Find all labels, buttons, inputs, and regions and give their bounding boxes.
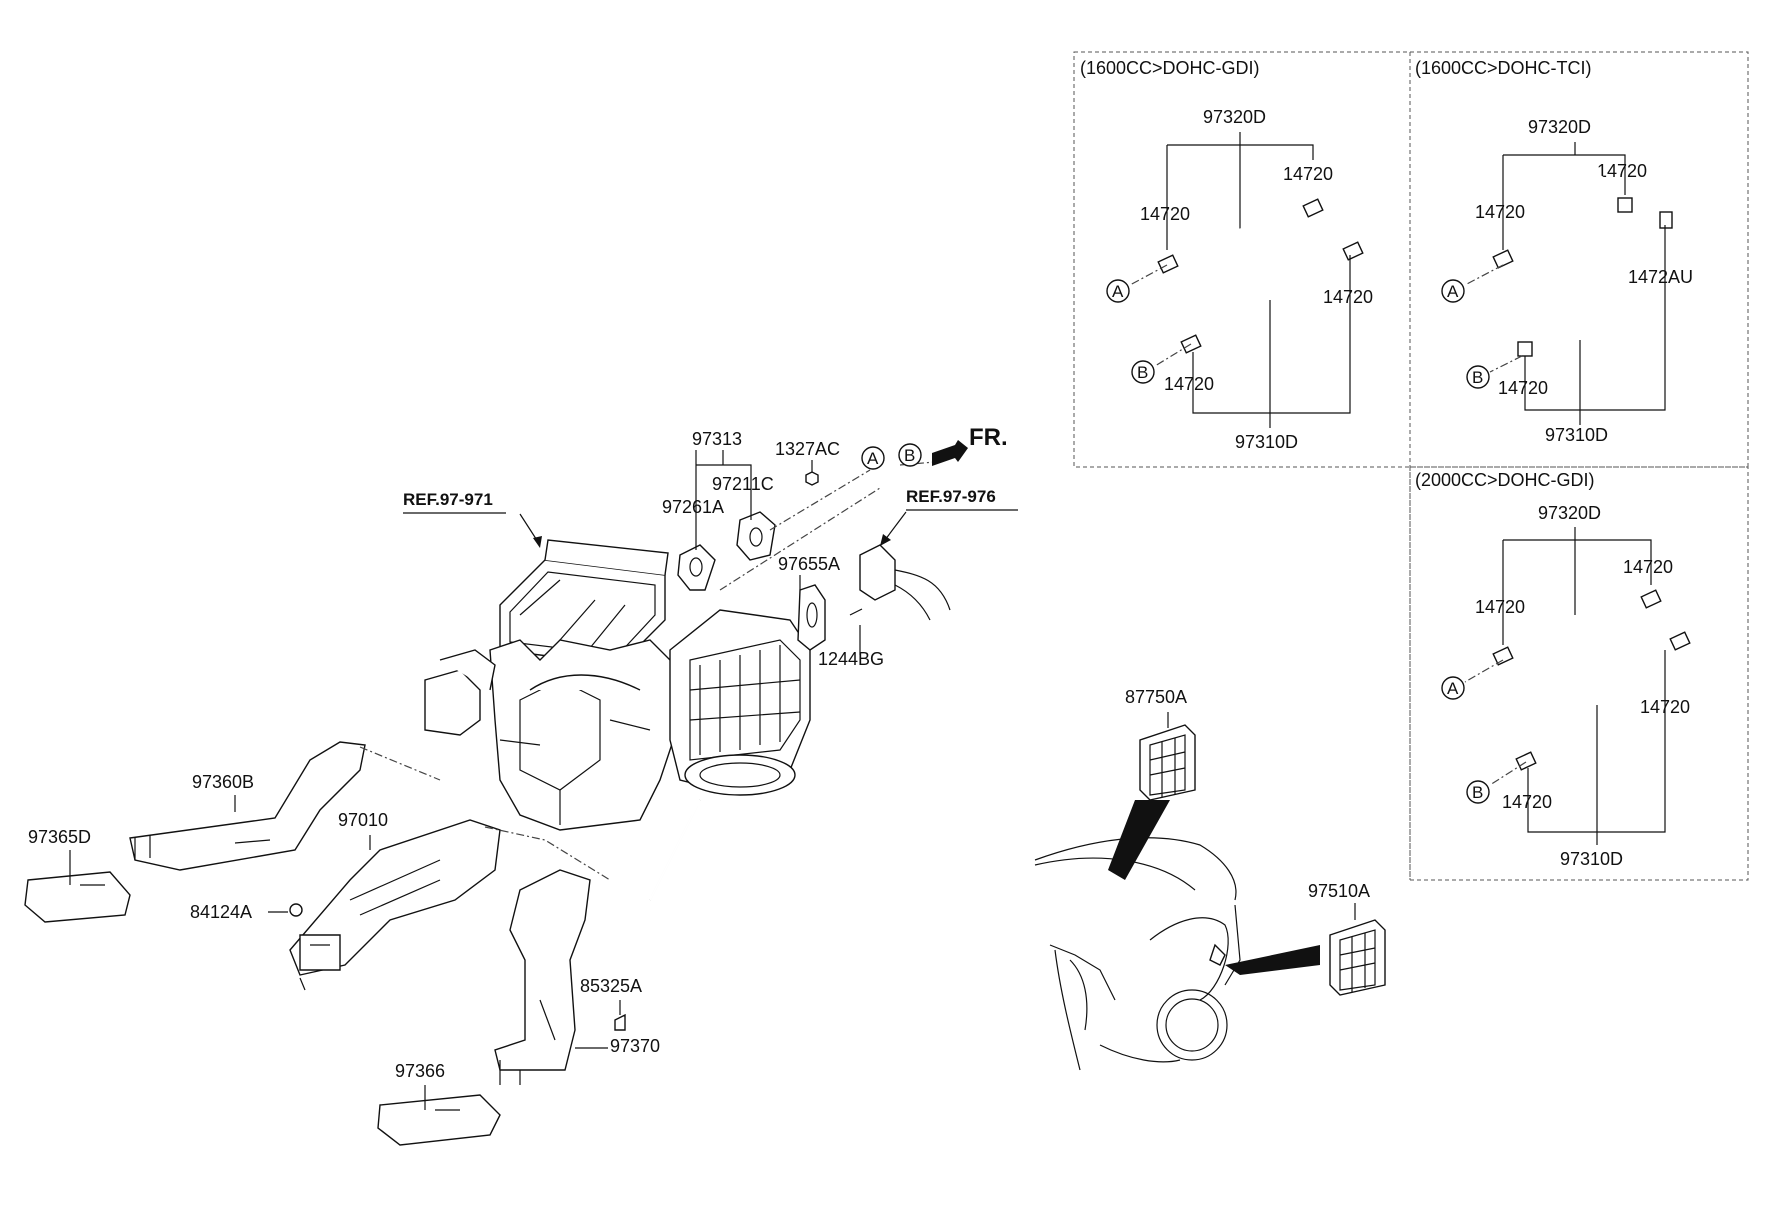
part-label-97360b: 97360B <box>192 772 254 792</box>
ref-97-976-label: REF.97-976 <box>906 487 996 506</box>
location-pointer <box>1225 945 1320 975</box>
clamp-label: 14720 <box>1475 202 1525 222</box>
part-label-1244bg: 1244BG <box>818 649 884 669</box>
gasket-97211c <box>736 511 776 561</box>
reference-labels: REF.97-971 REF.97-976 <box>403 487 1018 548</box>
rear-duct-97360b <box>129 741 366 871</box>
part-label-1327ac: 1327AC <box>775 439 840 459</box>
clamp <box>1342 241 1364 261</box>
forward-arrow-icon <box>932 440 968 466</box>
clamp-label: 14720 <box>1498 378 1548 398</box>
part-label-97370: 97370 <box>610 1036 660 1056</box>
connector-a-icon <box>1441 279 1465 303</box>
panel-border-bottom <box>1409 466 1749 881</box>
part-label-97655a: 97655A <box>778 554 840 574</box>
panel-2000-gdi: (2000CC>DOHC-GDI) 97320D 14720 14720 A B… <box>1415 470 1691 869</box>
side-vent <box>424 669 481 736</box>
clamp <box>1669 631 1691 651</box>
wheel-icon <box>1156 989 1228 1061</box>
lower-hose-label: 97310D <box>1235 432 1298 452</box>
clamp <box>1640 589 1662 609</box>
clamp-label: 14720 <box>1597 161 1647 181</box>
clamp-label: 14720 <box>1323 287 1373 307</box>
lower-hose-label: 97310D <box>1545 425 1608 445</box>
part-label-97211c: 97211C <box>712 474 774 494</box>
floor-ducts: 97360B 97365D 97010 84124A 97370 85325A … <box>24 741 660 1146</box>
gasket-97655a <box>797 584 826 651</box>
vent-grille-97510a <box>1329 919 1386 996</box>
vent-grille-87750a <box>1139 724 1196 801</box>
part-label-97510a: 97510A <box>1308 881 1370 901</box>
clamp-label: 14720 <box>1283 164 1333 184</box>
clip-85325a <box>614 1013 626 1031</box>
svg-text:B: B <box>1472 368 1483 387</box>
part-label-84124a: 84124A <box>190 902 252 922</box>
rear-duct-97370 <box>494 869 591 1071</box>
panel-1600-gdi: (1600CC>DOHC-GDI) 97320D 14720 14720 A B… <box>1080 58 1373 452</box>
upper-hose-label: 97320D <box>1538 503 1601 523</box>
clamp-label: 14720 <box>1164 374 1214 394</box>
svg-text:A: A <box>867 449 879 468</box>
panel-header: (1600CC>DOHC-TCI) <box>1415 58 1592 78</box>
connector-b-icon <box>1131 360 1155 384</box>
clamp-label: 14720 <box>1475 597 1525 617</box>
connector-b-icon <box>1466 365 1490 389</box>
clamp-1472au <box>1659 211 1673 229</box>
clamp-label: 1472AU <box>1628 267 1693 287</box>
panel-header: (2000CC>DOHC-GDI) <box>1415 470 1595 490</box>
floor-cover-97366 <box>377 1094 501 1146</box>
connector-b-icon <box>1466 780 1490 804</box>
clamp <box>1302 198 1324 218</box>
ref-97-971-label: REF.97-971 <box>403 490 493 509</box>
part-label-97366: 97366 <box>395 1061 445 1081</box>
location-pointer <box>1108 800 1170 880</box>
gasket-97261a <box>677 544 716 591</box>
connector-a-icon <box>861 446 885 470</box>
clamp <box>1492 646 1514 666</box>
panel-border-top <box>1073 51 1749 468</box>
bolt-1244bg <box>849 608 863 616</box>
floor-cover-97365d <box>24 871 131 923</box>
blower-motor <box>684 754 796 796</box>
part-label-97010: 97010 <box>338 810 388 830</box>
upper-hose-label: 97320D <box>1203 107 1266 127</box>
heater-core-housing <box>489 639 681 831</box>
part-label-85325a: 85325A <box>580 976 642 996</box>
clamp-label: 14720 <box>1140 204 1190 224</box>
svg-text:B: B <box>1137 363 1148 382</box>
part-label-97261a: 97261A <box>662 497 724 517</box>
upper-hose-label: 97320D <box>1528 117 1591 137</box>
part-label-97313: 97313 <box>692 429 742 449</box>
clamp <box>1157 254 1179 274</box>
vehicle-view: 87750A 97510A <box>1034 687 1386 1071</box>
svg-text:A: A <box>1112 282 1124 301</box>
part-label-97365d: 97365D <box>28 827 91 847</box>
clamp <box>1517 341 1533 357</box>
svg-text:A: A <box>1447 679 1459 698</box>
clamp <box>1617 197 1633 213</box>
svg-text:B: B <box>904 446 915 465</box>
hvac-assembly: A B FR. <box>424 424 1008 901</box>
clamp-label: 14720 <box>1502 792 1552 812</box>
variant-panels <box>1073 51 1749 881</box>
connector-a-icon <box>1441 676 1465 700</box>
panel-header: (1600CC>DOHC-GDI) <box>1080 58 1260 78</box>
clamp <box>1492 249 1514 269</box>
connector-a-icon <box>1106 279 1130 303</box>
clip-84124a <box>289 903 303 917</box>
nut-1327ac <box>805 471 819 486</box>
svg-text:A: A <box>1447 282 1459 301</box>
main-part-labels: 97313 1327AC 97211C 97261A 97655A 1244BG <box>662 429 884 669</box>
svg-text:B: B <box>1472 783 1483 802</box>
panel-1600-tci: (1600CC>DOHC-TCI) 97320D 14720 14720 A B… <box>1415 58 1693 445</box>
connector-b-icon <box>898 443 922 467</box>
clamp-label: 14720 <box>1623 557 1673 577</box>
clamp <box>1515 751 1537 771</box>
expansion-valve <box>859 544 896 601</box>
forward-label: FR. <box>969 424 1008 451</box>
part-label-87750a: 87750A <box>1125 687 1187 707</box>
lower-hose-label: 97310D <box>1560 849 1623 869</box>
